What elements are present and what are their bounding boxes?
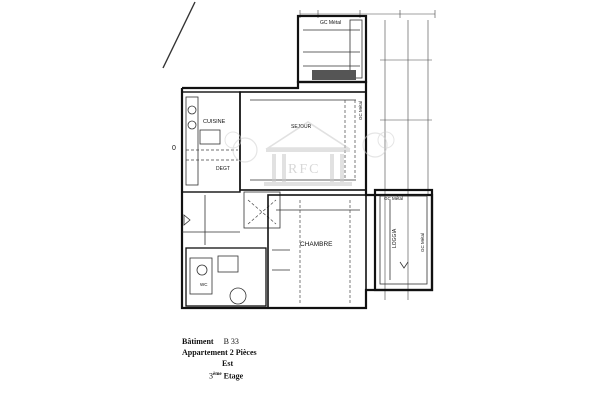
- gc-metal-vertical-label: GC Métal: [420, 233, 425, 252]
- cuisine-label: CUISINE: [203, 119, 226, 125]
- caption-orientation: Est: [222, 359, 234, 368]
- caption-floor-suffix: ème: [213, 372, 222, 377]
- degt-label: DEGT: [216, 166, 230, 172]
- loggia-room: GC Métal LOGGIA GC Métal: [373, 188, 434, 292]
- bathroom-room: WC: [185, 247, 267, 307]
- gc-metal-loggia-top-label: GC Métal: [384, 196, 403, 201]
- chambre-room: CHAMBRE: [267, 194, 367, 309]
- kitchen-room: CUISINE DEGT: [181, 91, 241, 193]
- diagonal-fragment-line: [162, 1, 196, 69]
- chambre-label: CHAMBRE: [300, 241, 333, 248]
- plan-marker: 0: [172, 145, 176, 152]
- caption-apartment-type: Appartement 2 Pièces: [182, 348, 257, 357]
- caption-building-line: Bâtiment B 33: [182, 336, 302, 347]
- caption-floor-line: 3ème Etage: [182, 369, 302, 382]
- hall-area: [182, 191, 281, 245]
- caption-floor-number: 3: [209, 371, 213, 381]
- top-closet: GC Métal: [296, 14, 368, 84]
- apartment-caption: Bâtiment B 33 Appartement 2 Pièces Est 3…: [182, 336, 302, 382]
- wc-label: WC: [200, 282, 208, 287]
- top-dimension-rule: [299, 10, 436, 18]
- caption-building-value: B 33: [223, 337, 239, 346]
- gc-metal-top-label: GC Métal: [320, 20, 341, 26]
- loggia-label: LOGGIA: [392, 228, 398, 248]
- caption-building-label: Bâtiment: [182, 337, 214, 346]
- right-dimension-rules: [380, 20, 432, 300]
- rfc-watermark: RFC: [224, 121, 395, 186]
- watermark-monogram: RFC: [288, 162, 320, 177]
- caption-floor-label: Etage: [223, 371, 244, 381]
- gc-metal-right-label: GC Métal: [358, 101, 363, 120]
